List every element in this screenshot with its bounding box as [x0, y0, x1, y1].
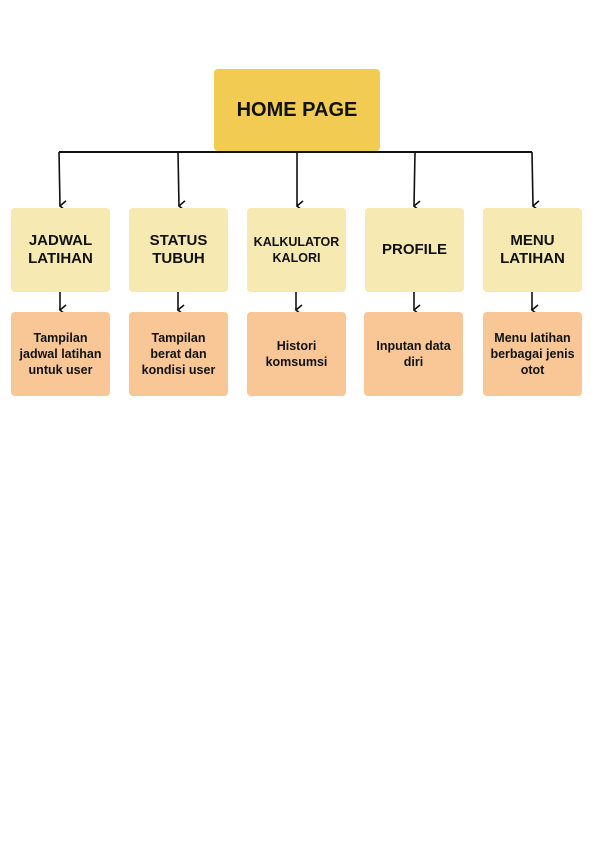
detail-node-status-tubuh: Tampilan berat dan kondisi user [129, 312, 228, 396]
arrow-to-jadwal-latihan [58, 151, 67, 212]
arrow-to-status-tubuh [177, 151, 186, 212]
arrow-to-profile [412, 151, 421, 212]
category-node-jadwal-latihan: JADWAL LATIHAN [11, 208, 110, 292]
detail-node-profile: Inputan data diri [364, 312, 463, 396]
category-node-status-tubuh: STATUS TUBUH [129, 208, 228, 292]
category-node-profile: PROFILE [365, 208, 464, 292]
detail-node-jadwal-latihan: Tampilan jadwal latihan untuk user [11, 312, 110, 396]
category-node-kalkulator-kalori: KALKULATOR KALORI [247, 208, 346, 292]
category-node-menu-latihan: MENU LATIHAN [483, 208, 582, 292]
detail-node-menu-latihan: Menu latihan berbagai jenis otot [483, 312, 582, 396]
arrow-to-menu-latihan [531, 151, 540, 212]
detail-node-kalkulator-kalori: Histori komsumsi [247, 312, 346, 396]
root-node-home-page: HOME PAGE [214, 69, 380, 151]
